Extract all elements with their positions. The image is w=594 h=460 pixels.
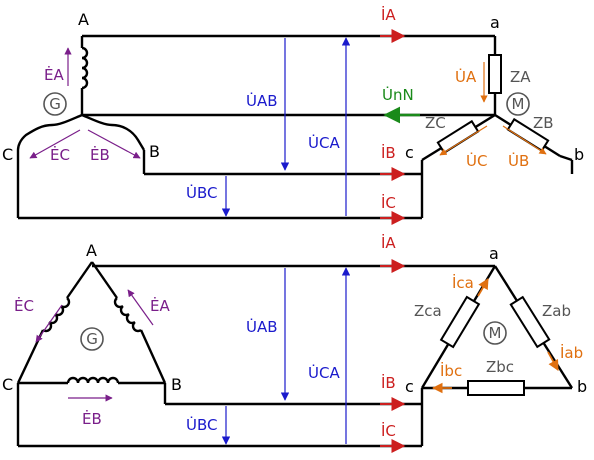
top-uc-arrow xyxy=(439,125,488,156)
top-star-circuit: G M xyxy=(2,5,584,225)
top-ia-label: İA xyxy=(381,5,396,24)
bottom-ia-label: İA xyxy=(381,233,396,252)
top-ec-arrow xyxy=(29,129,81,159)
bottom-generator-delta xyxy=(16,261,167,385)
top-uc-label: U̇C xyxy=(466,151,487,170)
bottom-delta-circuit: G M xyxy=(2,233,587,453)
top-ubc-label: U̇BC xyxy=(186,183,217,202)
bottom-ica-arrow xyxy=(477,278,489,297)
bottom-node-A: A xyxy=(86,241,97,260)
bottom-generator-label: G xyxy=(86,330,98,348)
bottom-ea-label: ĖA xyxy=(150,296,170,315)
top-generator-windings xyxy=(16,36,146,151)
bottom-node-C: C xyxy=(2,375,13,394)
top-zc-label: ZC xyxy=(425,114,446,132)
bottom-zab-label: Zab xyxy=(542,302,571,320)
top-eb-arrow xyxy=(87,129,141,159)
top-node-b: b xyxy=(574,145,584,164)
bottom-motor-label: M xyxy=(489,324,502,342)
bottom-zca-label: Zca xyxy=(414,302,442,320)
bottom-impedance-zab xyxy=(509,295,551,349)
top-uca-label: U̇CA xyxy=(308,133,340,152)
top-impedance-za xyxy=(488,54,502,94)
bottom-impedance-zca xyxy=(439,295,481,349)
bottom-ec-arrow xyxy=(35,304,63,343)
top-unn-label: U̇nN xyxy=(382,85,414,104)
bottom-ea-arrow xyxy=(127,289,154,326)
top-za-label: ZA xyxy=(510,68,531,86)
top-ec-label: ĖC xyxy=(50,145,70,164)
top-load-star: M xyxy=(421,50,561,162)
bottom-node-b: b xyxy=(577,377,587,396)
bottom-eb-label: ĖB xyxy=(82,409,102,428)
bottom-ib-label: İB xyxy=(381,373,396,392)
top-ic-label: İC xyxy=(381,193,396,212)
bottom-ubc-label: U̇BC xyxy=(186,415,217,434)
bottom-ic-label: İC xyxy=(381,421,396,440)
bottom-iab-arrow xyxy=(547,351,559,371)
top-motor-symbol xyxy=(506,92,530,116)
bottom-uca-label: U̇CA xyxy=(308,363,340,382)
bottom-node-B: B xyxy=(171,375,182,394)
top-uab-label: U̇AB xyxy=(246,91,278,110)
bottom-ibc-label: İbc xyxy=(440,361,462,380)
top-generator-label: G xyxy=(49,95,61,113)
bottom-generator-symbol xyxy=(80,327,104,351)
top-ua-label: U̇A xyxy=(455,67,477,86)
bottom-node-a: a xyxy=(489,244,499,263)
bottom-node-c: c xyxy=(405,377,414,396)
bottom-uab-label: U̇AB xyxy=(246,317,278,336)
top-node-c: c xyxy=(405,143,414,162)
bottom-motor-symbol xyxy=(483,321,507,345)
top-ea-label: ĖA xyxy=(44,65,64,84)
bottom-zbc-label: Zbc xyxy=(486,358,514,376)
top-motor-label: M xyxy=(512,95,525,113)
bottom-iab-label: İab xyxy=(560,343,583,362)
bottom-impedance-zbc xyxy=(467,380,525,396)
top-node-a: a xyxy=(490,13,500,32)
bottom-ica-label: İca xyxy=(452,273,474,292)
top-eb-label: ĖB xyxy=(90,145,110,164)
top-node-B: B xyxy=(149,142,160,161)
top-zb-label: ZB xyxy=(533,114,554,132)
top-ub-arrow xyxy=(502,125,547,155)
top-ib-label: İB xyxy=(381,143,396,162)
top-node-A: A xyxy=(78,10,89,29)
bottom-ec-label: ĖC xyxy=(14,296,34,315)
top-node-C: C xyxy=(2,145,13,164)
top-ub-label: U̇B xyxy=(508,151,529,170)
top-generator-symbol xyxy=(43,92,67,116)
